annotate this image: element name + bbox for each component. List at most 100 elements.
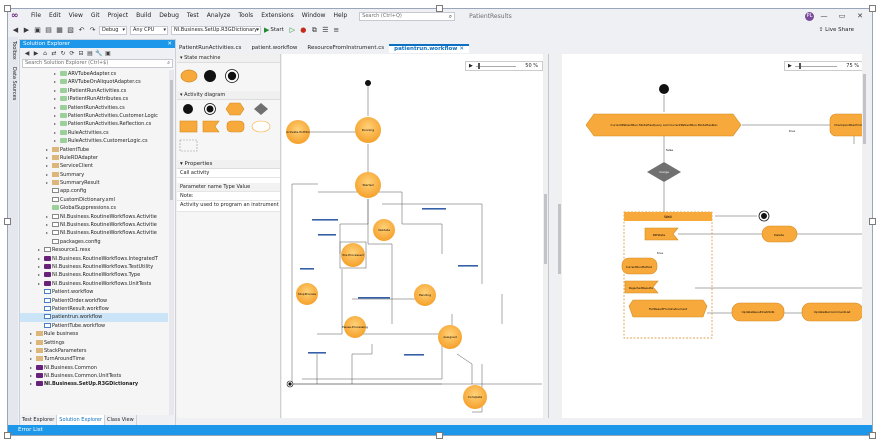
action-node[interactable]: CurrentRunMethod: [621, 257, 658, 275]
expand-icon[interactable]: ▸: [46, 213, 49, 219]
tree-item[interactable]: ▸Summary: [20, 171, 168, 179]
hot-reload-icon[interactable]: ●: [300, 25, 307, 34]
menu-edit[interactable]: Edit: [49, 12, 61, 19]
tree-item[interactable]: ▸NI.Business.RoutineWorkflows.Activitie: [20, 229, 168, 237]
tree-item[interactable]: ▸IPatientRunAttributes.cs: [20, 95, 168, 103]
tree-item[interactable]: ▸NI.Business.RoutineWorkflows.UnitTests: [20, 280, 168, 288]
redo-icon[interactable]: ↷: [89, 25, 96, 34]
accept-event-node[interactable]: RDState: [644, 227, 679, 241]
state-node[interactable]: Assigned: [438, 325, 462, 349]
tree-item[interactable]: ▸ARVTubeOnAliquotAdapter.cs: [20, 78, 168, 86]
close-icon[interactable]: ✕: [857, 12, 863, 20]
resize-handle-top[interactable]: [436, 5, 443, 12]
undo-icon[interactable]: ↶: [78, 25, 85, 34]
action-node[interactable]: UpdateRunCommentList: [801, 302, 864, 322]
platform-dropdown[interactable]: Any CPU▾: [130, 25, 168, 35]
tab-test-explorer[interactable]: Test Explorer: [20, 415, 58, 425]
region-shape[interactable]: [179, 139, 198, 152]
activity-diagram-canvas[interactable]: ▶ 75 % Wait: [557, 54, 867, 418]
final-node[interactable]: [758, 210, 770, 222]
expand-icon[interactable]: ▸: [54, 121, 57, 127]
expand-icon[interactable]: ▸: [54, 112, 57, 118]
properties-icon[interactable]: 🔧: [95, 50, 103, 57]
action-node[interactable]: Delete: [761, 225, 798, 243]
tree-item[interactable]: ▸PatientRunActivities.Reflection.cs: [20, 120, 168, 128]
expand-icon[interactable]: ▸: [46, 171, 49, 177]
zoom-slider-track[interactable]: [476, 66, 516, 67]
zoom-control[interactable]: ▶ 50 %: [465, 61, 543, 71]
tree-item[interactable]: ▸NI.Business.Common.UnitTests: [20, 372, 168, 380]
scrollbar-thumb[interactable]: [544, 194, 547, 264]
state-node[interactable]: Pending: [414, 284, 436, 306]
resize-handle-top-right[interactable]: [869, 5, 876, 12]
resize-handle-right[interactable]: [869, 218, 876, 225]
initial-node[interactable]: [659, 84, 669, 94]
tree-item[interactable]: packages.config: [20, 238, 168, 246]
canvas-scrollbar[interactable]: [557, 54, 562, 418]
state-node[interactable]: Validate: [373, 219, 395, 241]
expand-icon[interactable]: ▸: [46, 163, 49, 169]
attach-icon[interactable]: ⧉: [311, 25, 317, 34]
tree-item[interactable]: ▸NI.Business.RoutineWorkflows.Activitie: [20, 213, 168, 221]
action-node[interactable]: CurrentPatientRun.ModeHasQuery and Curre…: [585, 113, 742, 137]
start-button[interactable]: ▶ Start: [264, 26, 284, 34]
action-node[interactable]: CheckpointRunPrint: [829, 113, 867, 137]
state-node[interactable]: StopProcess: [296, 283, 318, 305]
tree-item[interactable]: CustomDictionary.xml: [20, 196, 168, 204]
expand-icon[interactable]: ▸: [38, 280, 41, 286]
menu-test[interactable]: Test: [186, 12, 199, 19]
doc-tab[interactable]: ResourceFromInstrument.cs: [307, 45, 385, 51]
expand-icon[interactable]: ▸: [30, 364, 33, 370]
menu-project[interactable]: Project: [107, 12, 129, 19]
tree-item[interactable]: ▸NI.Business.Common: [20, 364, 168, 372]
open-icon[interactable]: ▤: [45, 25, 52, 34]
tree-item[interactable]: ▸ServiceClient: [20, 162, 168, 170]
doc-tab[interactable]: patient.workflow: [251, 45, 298, 51]
state-shape[interactable]: [180, 69, 198, 83]
state-machine-canvas[interactable]: ▶ 50 %: [282, 54, 549, 418]
tree-item[interactable]: patientrun.workflow: [20, 313, 168, 322]
expand-icon[interactable]: ▸: [30, 381, 33, 387]
maximize-icon[interactable]: ▭: [838, 12, 846, 20]
tree-item[interactable]: ▸NI.Business.RoutineWorkflows.Type: [20, 271, 168, 279]
tree-item[interactable]: ▸RuleActivities.CustomerLogic.cs: [20, 137, 168, 145]
expand-icon[interactable]: ▸: [30, 373, 33, 379]
expand-icon[interactable]: ▸: [54, 96, 57, 102]
search-input[interactable]: Search (Ctrl+Q) ⌕: [359, 11, 456, 21]
initial-node-shape[interactable]: [183, 104, 193, 114]
home-icon[interactable]: ⌂: [43, 50, 47, 57]
state-node[interactable]: Complete: [463, 385, 487, 409]
tree-item[interactable]: GlobalSuppressions.cs: [20, 204, 168, 212]
container-header[interactable]: Wait: [624, 212, 712, 221]
tree-item[interactable]: ▸RuleActivities.cs: [20, 129, 168, 137]
new-project-icon[interactable]: ▣: [34, 25, 41, 34]
tree-item[interactable]: ▸SummaryResult: [20, 179, 168, 187]
state-node[interactable]: Started: [355, 172, 381, 198]
properties-header[interactable]: ▾ Properties: [177, 160, 280, 169]
user-avatar[interactable]: PL: [805, 12, 814, 21]
preview-icon[interactable]: ▣: [105, 50, 111, 57]
configuration-dropdown[interactable]: Debug▾: [99, 25, 127, 35]
zoom-slider-thumb[interactable]: [478, 63, 480, 69]
state-node[interactable]: Running: [355, 117, 381, 143]
tree-item[interactable]: ▸StackParameters: [20, 347, 168, 355]
resize-handle-top-left[interactable]: [4, 5, 11, 12]
send-signal-shape[interactable]: [179, 120, 198, 133]
resize-handle-bottom-left[interactable]: [4, 432, 11, 439]
expand-icon[interactable]: ▸: [46, 230, 49, 236]
expand-icon[interactable]: ▸: [30, 339, 33, 345]
refresh-icon[interactable]: ⟳: [69, 50, 75, 57]
live-share-button[interactable]: ⇪ Live Share: [819, 25, 854, 35]
error-list-tab[interactable]: Error List: [18, 427, 43, 433]
state-node[interactable]: Pause-Processing: [342, 316, 368, 338]
tree-item[interactable]: app.config: [20, 187, 168, 195]
expand-icon[interactable]: ▸: [30, 331, 33, 337]
forward-icon[interactable]: ▶: [23, 25, 30, 34]
tree-item[interactable]: ▸PatientRunActivities.Customer.Logic: [20, 112, 168, 120]
solution-tree-scrollbar[interactable]: [169, 70, 174, 415]
initial-state-shape[interactable]: [204, 70, 216, 82]
tree-item[interactable]: ▸NI.Business.RoutineWorkflows.TestUtilit…: [20, 263, 168, 271]
zoom-slider-track[interactable]: [795, 66, 837, 67]
minimize-icon[interactable]: —: [820, 12, 828, 20]
expand-icon[interactable]: ▸: [46, 154, 49, 160]
